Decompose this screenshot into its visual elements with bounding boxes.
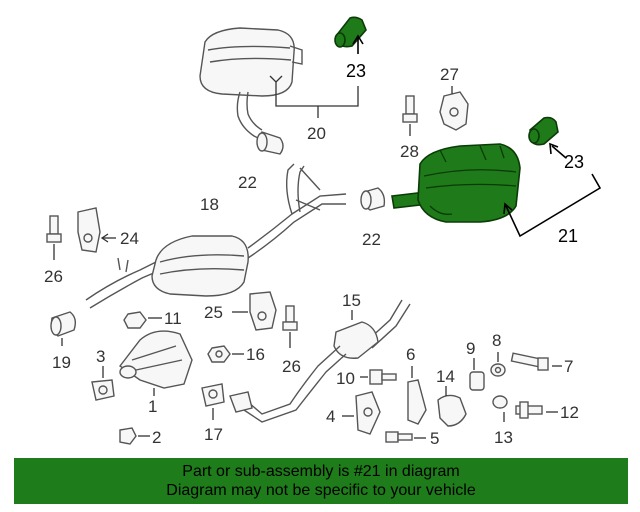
part-11-nut[interactable]: [123, 311, 162, 329]
banner-line-part-number: Part or sub-assembly is #21 in diagram: [182, 463, 460, 480]
part-1-catalytic-converter[interactable]: [118, 330, 193, 396]
leader-21: [505, 173, 602, 238]
callout-20: 20: [307, 124, 326, 143]
part-23-tailpipe-tip-upper[interactable]: [334, 16, 367, 48]
callout-23-upper: 23: [346, 61, 366, 81]
callout-27: 27: [440, 65, 459, 84]
callout-1: 1: [148, 397, 157, 416]
callout-14: 14: [436, 367, 455, 386]
callout-9: 9: [466, 339, 475, 358]
part-8-washer[interactable]: [490, 352, 506, 377]
callout-18: 18: [200, 195, 219, 214]
part-25-bracket[interactable]: [232, 291, 277, 331]
callout-4: 4: [326, 407, 335, 426]
part-17-gasket[interactable]: [201, 383, 225, 420]
part-15-front-pipe[interactable]: [229, 299, 411, 423]
callout-21: 21: [558, 226, 578, 246]
part-23-tailpipe-tip-right[interactable]: [528, 116, 559, 146]
part-16-nut[interactable]: [207, 345, 244, 363]
callout-16: 16: [246, 345, 265, 364]
part-27-hanger-bracket[interactable]: [439, 86, 469, 131]
callout-11: 11: [164, 309, 182, 328]
callout-12: 12: [560, 403, 579, 422]
callout-22-middle: 22: [362, 230, 381, 249]
callout-28: 28: [400, 142, 419, 161]
callout-10: 10: [336, 369, 355, 388]
callout-8: 8: [492, 331, 501, 350]
part-21-rear-muffler[interactable]: [391, 143, 521, 223]
part-10-bolt[interactable]: [360, 369, 397, 385]
callout-5: 5: [430, 429, 439, 448]
callout-15: 15: [342, 291, 361, 310]
callout-26-center: 26: [282, 357, 301, 376]
callout-6: 6: [406, 345, 415, 364]
part-18-front-muffler-pipe[interactable]: [85, 163, 347, 309]
part-2-nut[interactable]: [119, 427, 150, 445]
part-12-bolt[interactable]: [515, 401, 558, 419]
part-14-insulator[interactable]: [437, 386, 467, 427]
part-20-center-muffler[interactable]: [199, 27, 303, 141]
part-5-bolt[interactable]: [385, 431, 426, 443]
part-6-hanger-rod[interactable]: [407, 366, 427, 425]
part-22-clamp-middle[interactable]: [360, 187, 386, 211]
callout-19: 19: [52, 353, 71, 372]
part-22-clamp-upper[interactable]: [256, 131, 284, 155]
part-7-bolt[interactable]: [510, 352, 562, 371]
exhaust-parts-diagram: 23 20 27 28 23 21 22 22 18 24 26 11 19 3…: [44, 16, 602, 448]
part-26-bolt-left[interactable]: [46, 215, 62, 260]
callout-17: 17: [204, 425, 223, 444]
leader-20: [275, 82, 359, 118]
callout-2: 2: [152, 428, 161, 447]
callout-13: 13: [494, 428, 513, 447]
banner-line-disclaimer: Diagram may not be specific to your vehi…: [166, 482, 476, 499]
part-13-nut[interactable]: [492, 395, 508, 422]
part-19-gasket-clamp[interactable]: [50, 311, 77, 346]
callout-25: 25: [204, 303, 223, 322]
part-9-bushing[interactable]: [469, 358, 485, 391]
info-banner: Part or sub-assembly is #21 in diagram D…: [14, 458, 628, 504]
part-4-hanger-plate[interactable]: [342, 391, 381, 435]
callout-7: 7: [564, 357, 573, 376]
callout-24: 24: [120, 229, 139, 248]
callout-23-right: 23: [564, 152, 584, 172]
callout-26-left: 26: [44, 267, 63, 286]
part-3-gasket[interactable]: [91, 366, 115, 401]
part-26-bolt-center[interactable]: [282, 305, 298, 348]
part-24-bracket[interactable]: [77, 207, 116, 253]
leader-23-right: [551, 145, 567, 159]
callout-22-upper: 22: [238, 173, 257, 192]
part-28-bolt[interactable]: [402, 95, 418, 136]
callout-3: 3: [96, 347, 105, 366]
